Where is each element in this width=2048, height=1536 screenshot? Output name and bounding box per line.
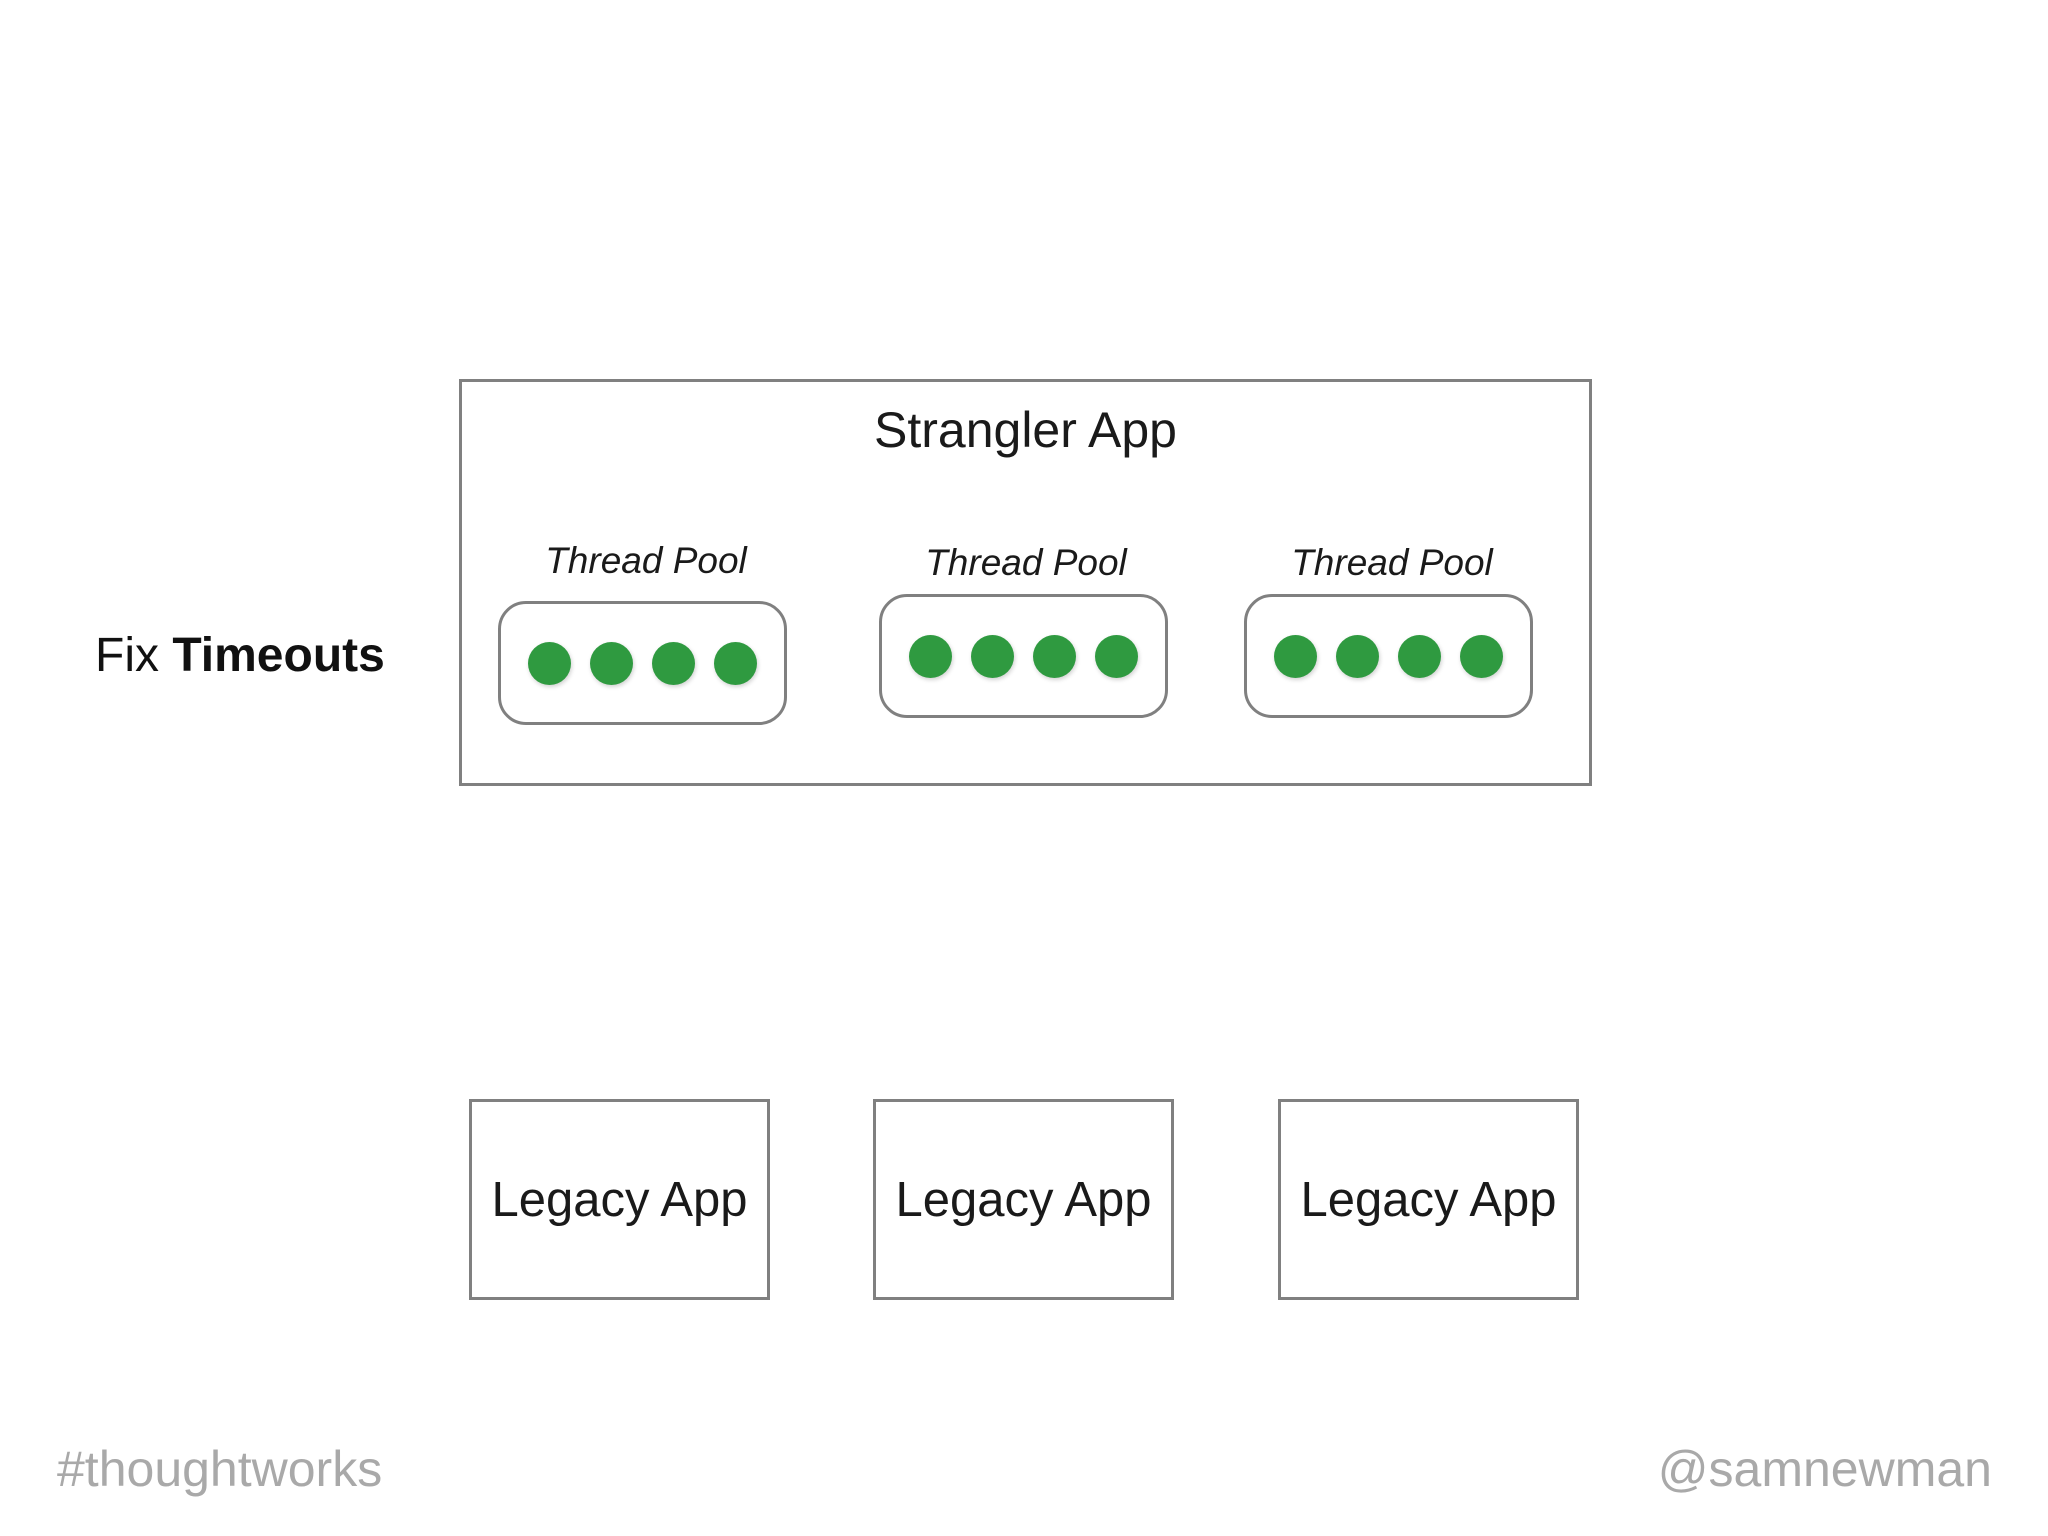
thread-dot: [1033, 634, 1076, 678]
thread-dot: [1095, 634, 1138, 678]
legacy-app-box-2: Legacy App: [873, 1099, 1174, 1300]
thread-dot: [590, 641, 633, 685]
thread-dot: [714, 641, 757, 685]
legacy-app-box-1: Legacy App: [469, 1099, 770, 1300]
side-label: Fix Timeouts: [95, 628, 385, 684]
strangler-app-box: Strangler App: [459, 379, 1592, 786]
thread-pool-label-2: Thread Pool: [925, 542, 1127, 583]
legacy-app-label-3: Legacy App: [1300, 1172, 1557, 1227]
thread-dot: [652, 641, 695, 685]
thread-dot: [528, 641, 571, 685]
thread-pool-label-3: Thread Pool: [1291, 542, 1493, 583]
thread-pool-label-1: Thread Pool: [545, 540, 747, 581]
legacy-app-label-1: Legacy App: [491, 1172, 748, 1227]
legacy-app-label-2: Legacy App: [895, 1172, 1152, 1227]
footer-handle: @samnewman: [1657, 1441, 1992, 1497]
thread-dot: [971, 634, 1014, 678]
thread-dot: [909, 634, 952, 678]
thread-pool-1: [498, 601, 787, 725]
side-label-prefix: Fix: [95, 629, 159, 682]
thread-pool-2: [879, 594, 1168, 718]
thread-dot: [1460, 634, 1503, 678]
side-label-emphasis: Timeouts: [172, 629, 385, 682]
thread-dot: [1398, 634, 1441, 678]
legacy-app-box-3: Legacy App: [1278, 1099, 1579, 1300]
thread-dot: [1274, 634, 1317, 678]
thread-pool-3: [1244, 594, 1533, 718]
strangler-app-title: Strangler App: [874, 402, 1177, 458]
footer-hashtag: #thoughtworks: [57, 1441, 383, 1497]
thread-dot: [1336, 634, 1379, 678]
